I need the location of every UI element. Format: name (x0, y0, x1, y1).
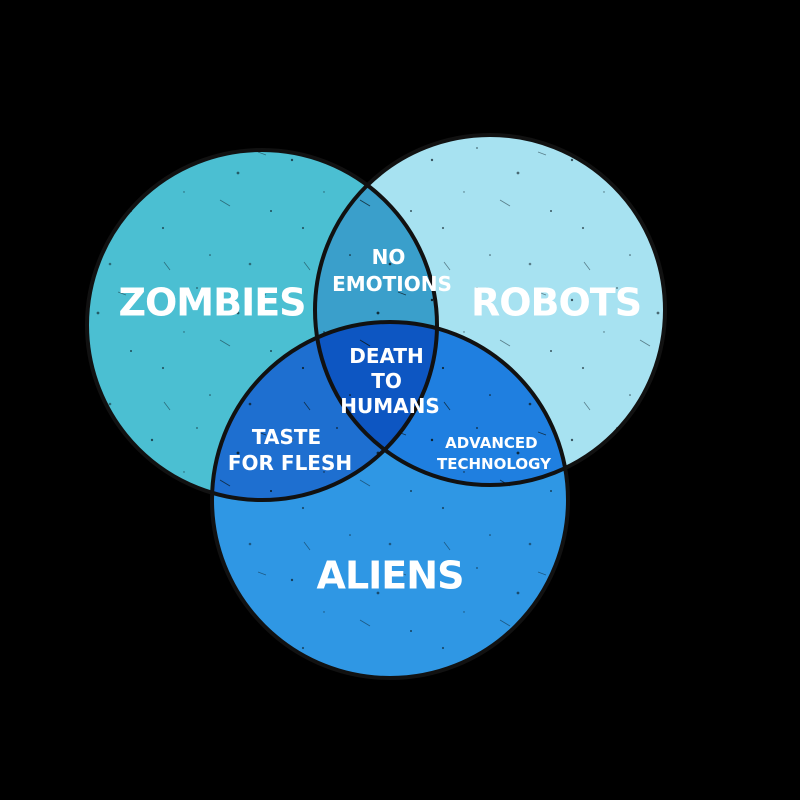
zombies-aliens-label: TASTE FOR FLESH (228, 425, 352, 475)
all-three-label: DEATH TO HUMANS (340, 344, 440, 418)
zombies-label: ZOMBIES (118, 281, 305, 325)
circle-outlines (85, 133, 667, 680)
aliens-label: ALIENS (317, 554, 464, 598)
robots-aliens-label: ADVANCED TECHNOLOGY (437, 434, 552, 473)
robots-label: ROBOTS (471, 281, 641, 325)
zombies-robots-label: NO EMOTIONS (332, 245, 452, 296)
